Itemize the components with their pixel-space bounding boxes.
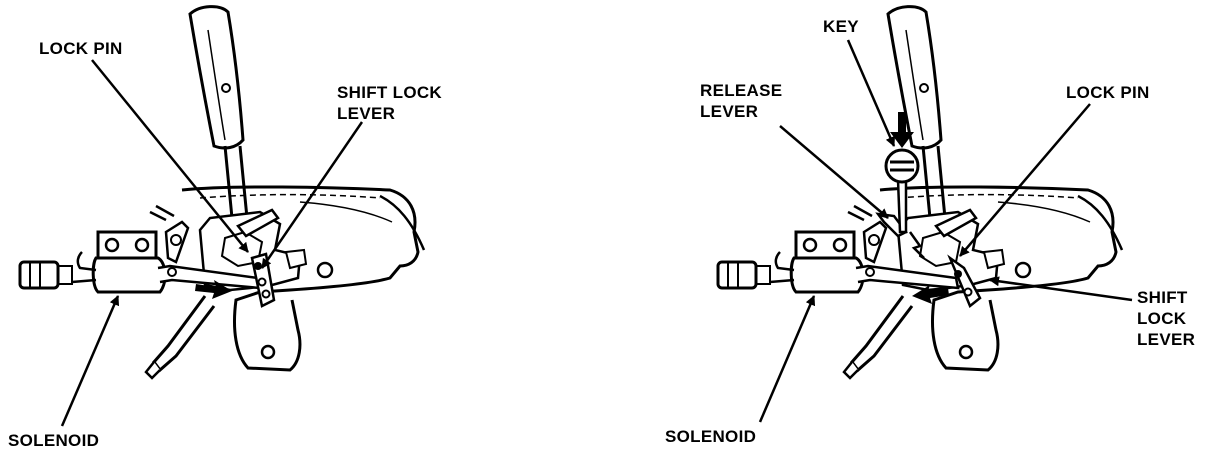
left-shift-lock-lever-leader <box>260 121 364 269</box>
right-lock-pin-label: LOCK PIN <box>1066 83 1150 102</box>
key-push-arrow <box>890 112 914 148</box>
left-shift-lock-lever-label: SHIFT LOCK LEVER <box>337 83 442 123</box>
right-release-lever-leader <box>779 125 889 219</box>
left-solenoid-leader <box>60 295 120 427</box>
right-motion-arrow <box>912 285 949 304</box>
right-mechanism <box>716 5 1133 423</box>
right-release-lever-label: RELEASE LEVER <box>700 81 783 121</box>
right-key-label: KEY <box>823 17 859 36</box>
right-key-leader <box>846 39 896 147</box>
right-shift-lock-lever-label: SHIFT LOCK LEVER <box>1137 288 1196 349</box>
left-solenoid-label: SOLENOID <box>8 431 100 450</box>
key-head-icon <box>884 148 920 184</box>
right-shift-lock-lever-leader <box>989 276 1133 302</box>
left-lock-pin-leader <box>91 59 249 253</box>
right-lock-pin-leader <box>959 103 1091 257</box>
right-solenoid-label: SOLENOID <box>665 427 757 446</box>
left-motion-arrow <box>195 280 232 299</box>
left-mechanism <box>18 5 426 427</box>
left-lock-pin-label: LOCK PIN <box>39 39 123 58</box>
right-solenoid-leader <box>758 295 816 423</box>
